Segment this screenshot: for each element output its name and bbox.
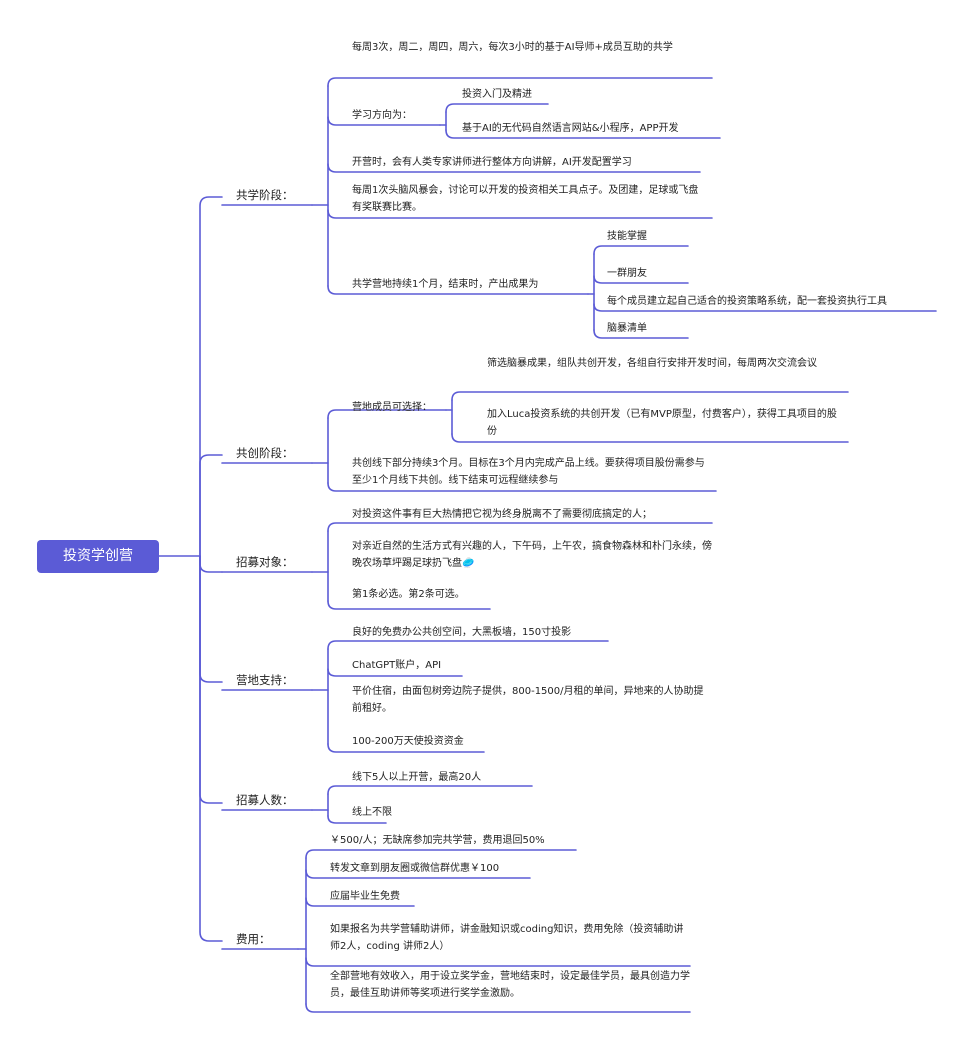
target-item-note[interactable]: 第1条必选。第2条可选。 (352, 589, 465, 600)
section-label-fees[interactable]: 费用： (236, 932, 271, 946)
support-item-space[interactable]: 良好的免费办公共创空间，大黑板墙，150寸投影 (352, 627, 572, 638)
outcome-child-brainstorm-list[interactable]: 脑暴清单 (607, 323, 647, 334)
direction-child-nocode[interactable]: 基于AI的无代码自然语言网站&小程序，APP开发 (462, 123, 679, 134)
target-item-nature[interactable]: 对亲近自然的生活方式有兴趣的人，下午码，上午农，搞食物森林和朴门永续，傍晚农场草… (352, 541, 712, 569)
section-label-recruit-count[interactable]: 招募人数： (236, 793, 294, 807)
colearning-item-directions[interactable]: 学习方向为： (352, 110, 412, 121)
count-item-online[interactable]: 线上不限 (352, 807, 392, 818)
section-label-recruit-target[interactable]: 招募对象： (236, 555, 294, 569)
count-item-offline[interactable]: 线下5人以上开营，最高20人 (352, 772, 482, 783)
fee-item-graduate-free[interactable]: 应届毕业生免费 (330, 891, 400, 902)
outcome-child-skills[interactable]: 技能掌握 (607, 231, 647, 242)
support-item-housing[interactable]: 平价住宿，由面包树旁边院子提供，800-1500/月租的单间，异地来的人协助提前… (352, 686, 704, 714)
section-label-colearning[interactable]: 共学阶段： (236, 188, 294, 202)
option-child-luca[interactable]: 加入Luca投资系统的共创开发（已有MVP原型，付费客户），获得工具项目的股份 (487, 409, 837, 437)
fee-item-share-discount[interactable]: 转发文章到朋友圈或微信群优惠￥100 (330, 863, 500, 874)
cocreation-item-duration[interactable]: 共创线下部分持续3个月。目标在3个月内完成产品上线。要获得项目股份需参与至少1个… (352, 458, 705, 486)
cocreation-item-options[interactable]: 营地成员可选择： (352, 402, 432, 413)
support-item-chatgpt[interactable]: ChatGPT账户，API (352, 660, 442, 671)
fee-item-price[interactable]: ￥500/人；无缺席参加完共学营，费用退回50% (330, 835, 545, 846)
colearning-item-duration[interactable]: 共学营地持续1个月，结束时，产出成果为 (352, 279, 539, 290)
colearning-item-schedule[interactable]: 每周3次，周二，周四，周六，每次3小时的基于AI导师+成员互助的共学 (352, 42, 673, 53)
colearning-item-brainstorm[interactable]: 每周1次头脑风暴会，讨论可以开发的投资相关工具点子。及团建，足球或飞盘有奖联赛比… (352, 185, 699, 213)
direction-child-investing[interactable]: 投资入门及精进 (462, 89, 532, 100)
section-label-cocreation[interactable]: 共创阶段： (236, 446, 294, 460)
outcome-child-friends[interactable]: 一群朋友 (607, 268, 647, 279)
fee-item-assistant-waiver[interactable]: 如果报名为共学营辅助讲师，讲金融知识或coding知识，费用免除（投资辅助讲师2… (330, 924, 684, 952)
outcome-child-system[interactable]: 每个成员建立起自己适合的投资策略系统，配一套投资执行工具 (607, 296, 887, 307)
support-item-funding[interactable]: 100-200万天使投资资金 (352, 736, 464, 747)
option-child-team-dev[interactable]: 筛选脑暴成果，组队共创开发，各组自行安排开发时间，每周两次交流会议 (487, 358, 817, 369)
target-item-passion[interactable]: 对投资这件事有巨大热情把它视为终身脱离不了需要彻底搞定的人； (352, 509, 652, 520)
fee-item-scholarship[interactable]: 全部营地有效收入，用于设立奖学金，营地结束时，设定最佳学员，最具创造力学员，最佳… (330, 971, 690, 999)
colearning-item-opening[interactable]: 开营时，会有人类专家讲师进行整体方向讲解，AI开发配置学习 (352, 157, 632, 168)
root-topic[interactable]: 投资学创营 (37, 540, 159, 573)
section-label-camp-support[interactable]: 营地支持： (236, 673, 294, 687)
